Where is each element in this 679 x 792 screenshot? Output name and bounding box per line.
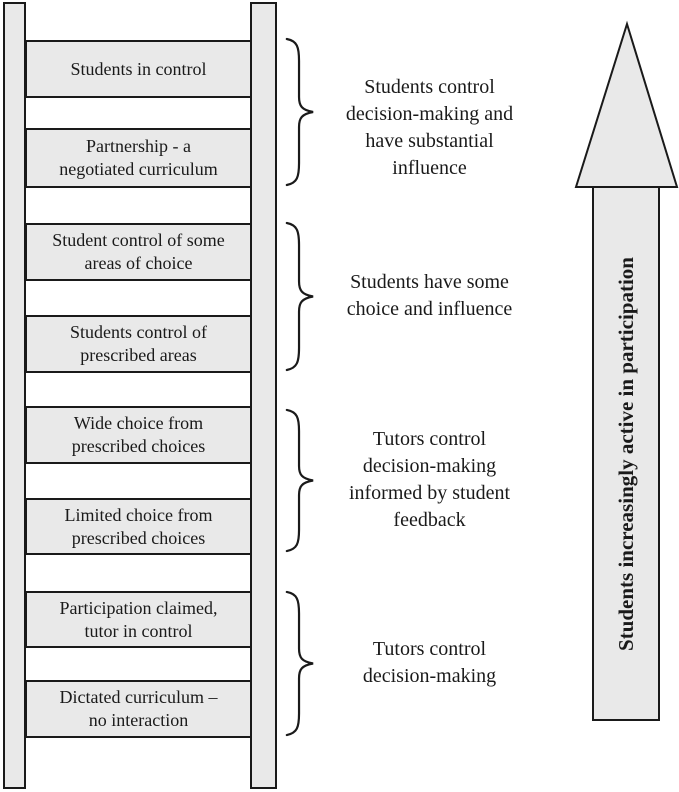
up-arrow-icon bbox=[574, 20, 679, 721]
rung-label: Students in control bbox=[70, 58, 207, 79]
rung-label: Participation claimed, tutor in control bbox=[59, 597, 218, 641]
ladder-rail-left bbox=[3, 2, 26, 789]
rung-label: Limited choice from prescribed choices bbox=[64, 504, 213, 548]
ladder-rung: Students control of prescribed areas bbox=[25, 315, 252, 373]
curly-brace-icon bbox=[284, 408, 315, 553]
arrow-label: Students increasingly active in particip… bbox=[614, 257, 638, 651]
curly-brace-icon bbox=[284, 590, 315, 737]
rung-label: Student control of some areas of choice bbox=[52, 230, 225, 273]
ladder-rung: Dictated curriculum – no interaction bbox=[25, 680, 252, 738]
rung-label: Partnership - a negotiated curriculum bbox=[59, 136, 218, 179]
group-description: Students control decision-making and hav… bbox=[345, 76, 514, 179]
ladder-rung: Student control of some areas of choice bbox=[25, 223, 252, 281]
ladder-rung: Wide choice from prescribed choices bbox=[25, 406, 252, 464]
ladder-rung: Partnership - a negotiated curriculum bbox=[25, 128, 252, 188]
rung-label: Wide choice from prescribed choices bbox=[71, 413, 206, 456]
group-description: Students have some choice and influence bbox=[346, 271, 513, 320]
rung-label: Students control of prescribed areas bbox=[70, 322, 207, 365]
ladder-rung: Limited choice from prescribed choices bbox=[25, 498, 252, 555]
curly-brace-icon bbox=[284, 37, 315, 187]
rung-label: Dictated curriculum – no interaction bbox=[59, 687, 218, 730]
ladder-rung: Students in control bbox=[25, 40, 252, 98]
group-description: Tutors control decision-making bbox=[362, 638, 497, 687]
ladder-rung: Participation claimed, tutor in control bbox=[25, 591, 252, 648]
group-description: Tutors control decision-making informed … bbox=[348, 428, 511, 531]
curly-brace-icon bbox=[284, 221, 315, 372]
ladder-rail-right bbox=[250, 2, 277, 789]
